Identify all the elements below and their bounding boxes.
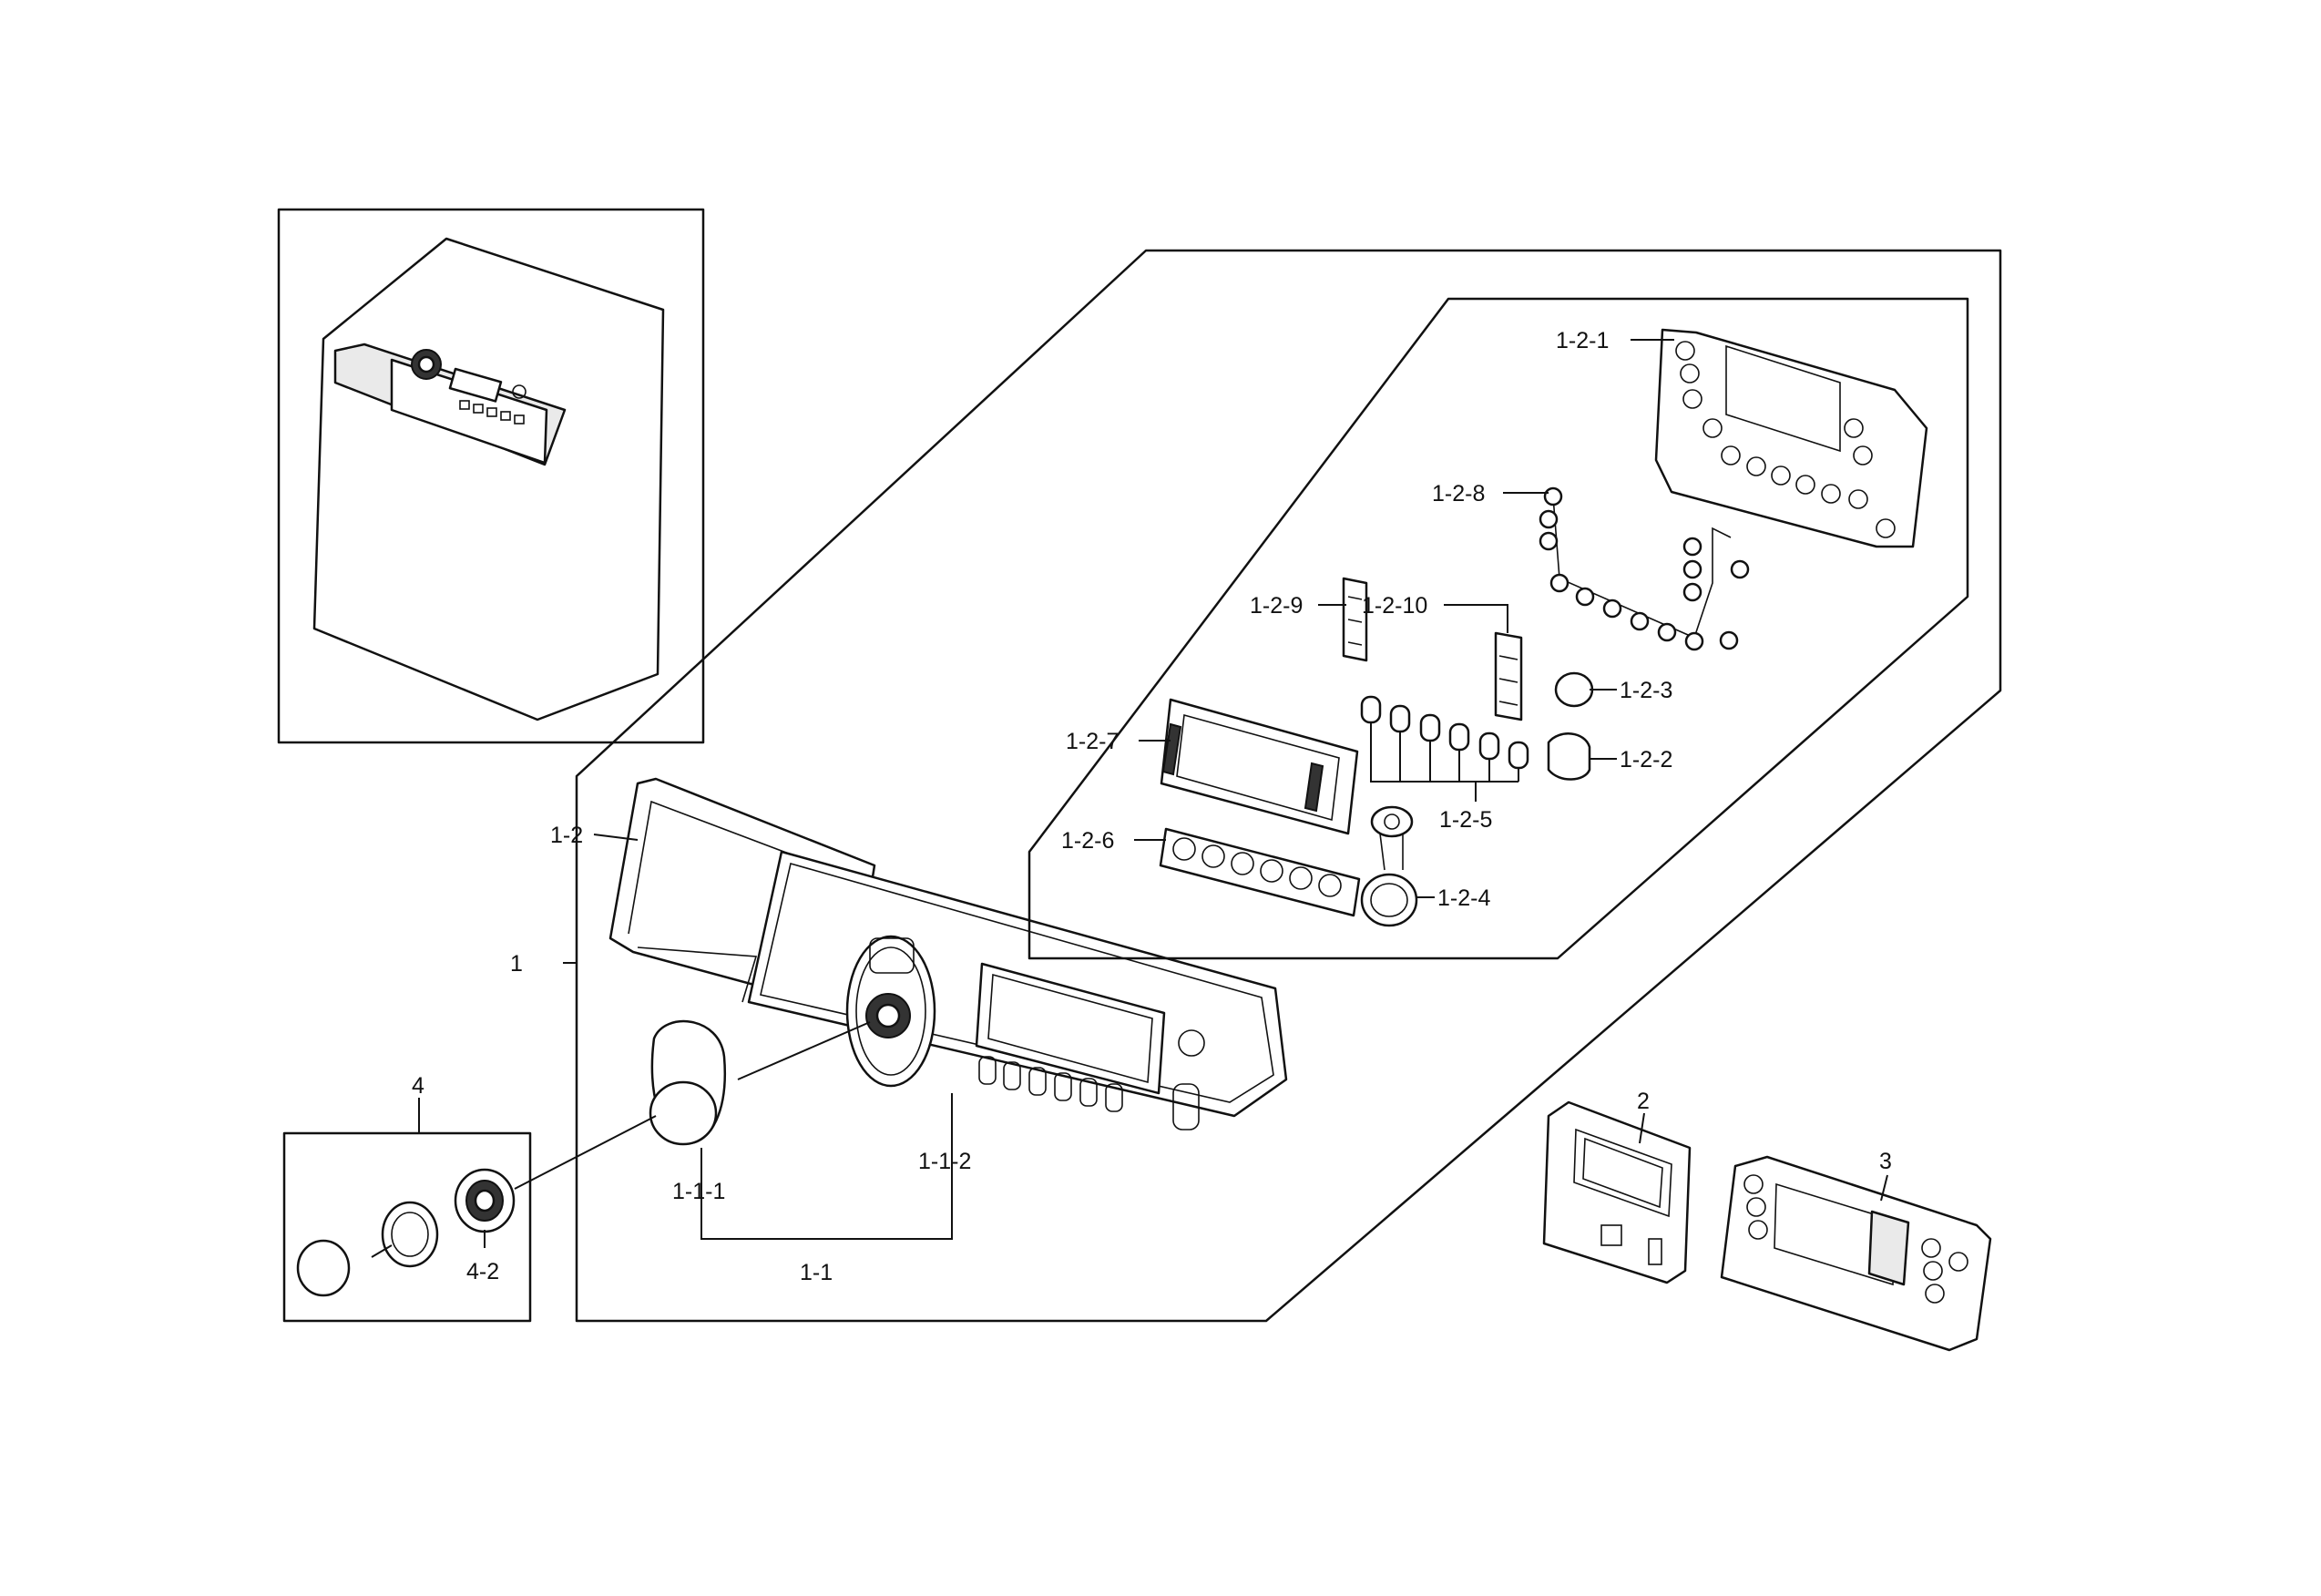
label-1-1-1: 1-1-1 (672, 1179, 725, 1204)
label-1-2-3: 1-2-3 (1620, 678, 1672, 703)
part-labels: 1 1-1 1-1-1 1-1-2 1-2 1-2-1 1-2-2 1-2-3 … (412, 328, 1892, 1285)
label-1-2-10: 1-2-10 (1362, 593, 1427, 619)
part-2-pcb (1542, 1100, 1692, 1284)
label-1-1: 1-1 (800, 1260, 833, 1285)
label-1-2-6: 1-2-6 (1061, 828, 1114, 854)
control-panel-region (575, 249, 2002, 1323)
label-1-2: 1-2 (550, 823, 583, 848)
keys-1-2-5 (1360, 695, 1529, 802)
label-1-1-2: 1-1-2 (918, 1149, 971, 1174)
label-1: 1 (510, 951, 523, 977)
label-1-2-4: 1-2-4 (1437, 885, 1490, 911)
label-1-2-2: 1-2-2 (1620, 747, 1672, 772)
label-2: 2 (1637, 1089, 1650, 1114)
label-3: 3 (1879, 1149, 1892, 1174)
part-4-box (282, 1131, 532, 1323)
label-4-2: 4-2 (466, 1259, 499, 1284)
label-1-2-7: 1-2-7 (1066, 729, 1119, 754)
leader-lines (371, 339, 1888, 1258)
label-4: 4 (412, 1073, 424, 1099)
label-1-2-5: 1-2-5 (1439, 807, 1492, 833)
part-3-pcb (1720, 1155, 1992, 1352)
label-1-2-8: 1-2-8 (1432, 481, 1485, 506)
sub-assembly-region (1028, 297, 1969, 960)
label-1-2-9: 1-2-9 (1250, 593, 1303, 619)
overview-inset (277, 208, 705, 744)
label-1-2-1: 1-2-1 (1556, 328, 1609, 353)
